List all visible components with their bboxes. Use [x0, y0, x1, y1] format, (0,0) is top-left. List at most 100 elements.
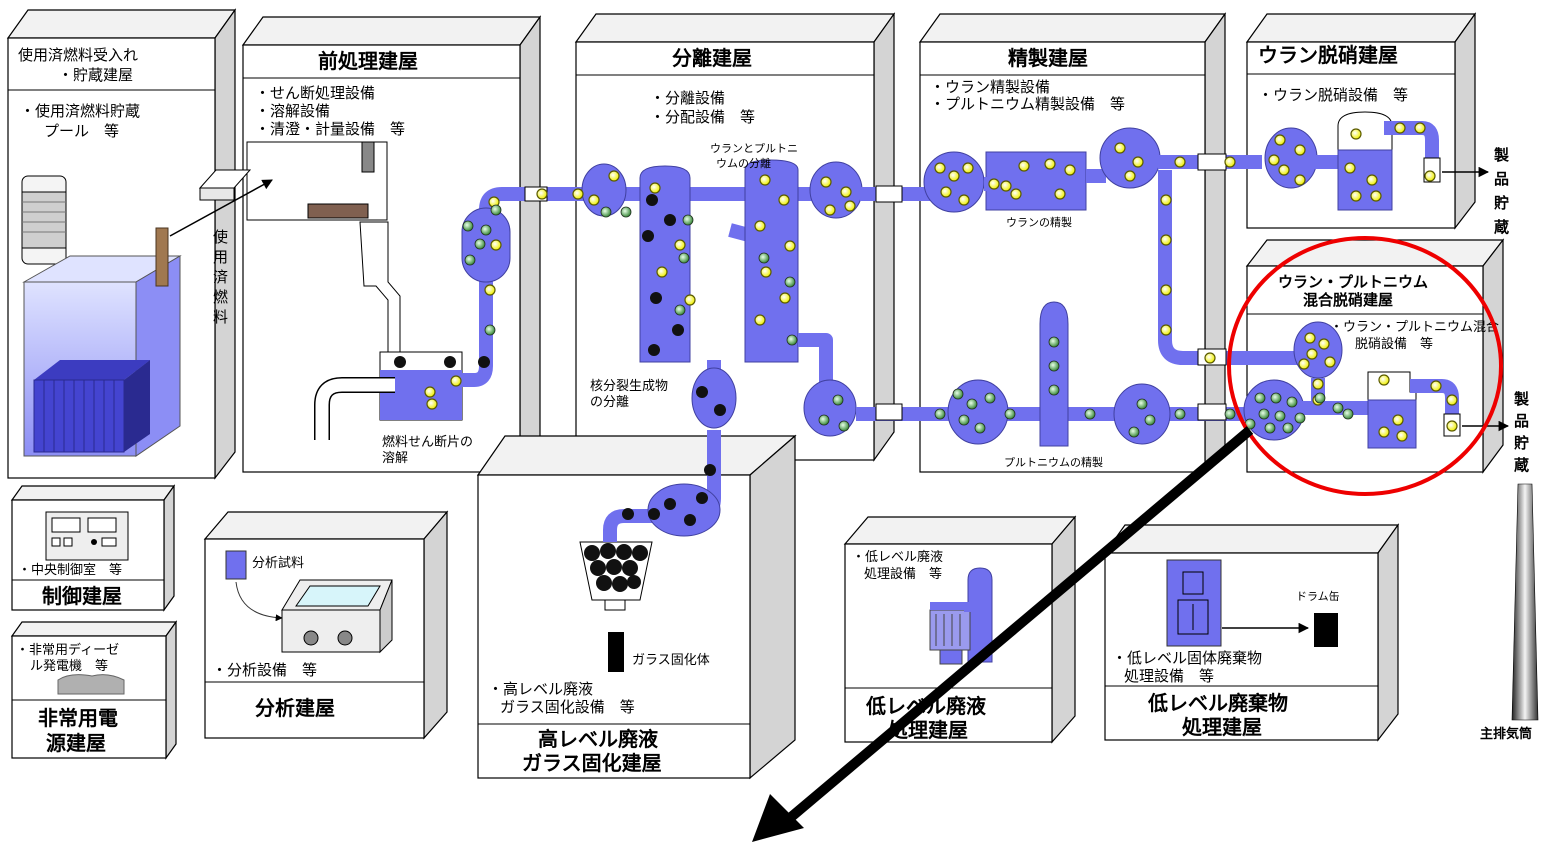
- spent-fuel-char-1: 使: [213, 228, 228, 246]
- callout-arrow: [786, 426, 1254, 822]
- uranium-particle: [1430, 380, 1442, 392]
- fission-product-particle: [696, 492, 708, 504]
- plutonium-particle: [1048, 336, 1060, 348]
- control-title: 制御建屋: [42, 584, 122, 608]
- fission-product-particle: [648, 508, 660, 520]
- uranium-particle: [1350, 190, 1362, 202]
- plutonium-particle: [786, 334, 798, 346]
- control-panel-icon: [45, 511, 129, 561]
- plutonium-particle: [1224, 408, 1236, 420]
- purification-equip-line2: ・プルトニウム精製設備 等: [930, 95, 1125, 113]
- plutonium-particle: [480, 224, 492, 236]
- uranium-particle: [820, 176, 832, 188]
- fission-product-particle: [664, 214, 676, 226]
- plutonium-particle: [934, 408, 946, 420]
- uranium-particle: [934, 162, 946, 174]
- mixed-equip-line2: 脱硝設備 等: [1355, 336, 1433, 352]
- uranium-denitration-equip: ・ウラン脱硝設備 等: [1258, 86, 1408, 104]
- uranium-particle: [1174, 156, 1186, 168]
- uranium-particle: [1268, 154, 1280, 166]
- drum-icon: [1314, 613, 1338, 647]
- plutonium-particle: [984, 392, 996, 404]
- product-storage-bottom-char-2: 品: [1514, 412, 1529, 430]
- uranium-particle: [1394, 122, 1406, 134]
- fission-product-particle: [672, 324, 684, 336]
- emergency-title-line1: 非常用電: [38, 706, 118, 730]
- analysis-sample-label: 分析試料: [252, 555, 304, 571]
- uranium-particle: [1446, 394, 1458, 406]
- separation-equip-line1: ・分離設備: [650, 89, 725, 107]
- uranium-particle: [1318, 338, 1330, 350]
- plutonium-particle: [958, 414, 970, 426]
- glovebox-icon: [1166, 559, 1222, 647]
- uranium-refining-label: ウランの精製: [1006, 215, 1072, 229]
- uranium-particle: [1350, 128, 1362, 140]
- uranium-particle: [1392, 414, 1404, 426]
- uranium-particle: [1304, 332, 1316, 344]
- product-storage-top-label: 製 品 貯 蔵: [1493, 146, 1509, 236]
- product-storage-top-char-2: 品: [1494, 170, 1509, 188]
- plutonium-particle: [1270, 392, 1282, 404]
- mixed-equip-line1: ・ウラン・プルトニウム混合: [1330, 320, 1499, 335]
- low-solid-equip-line1: ・低レベル固体廃棄物: [1112, 649, 1262, 667]
- uranium-particle: [674, 239, 686, 251]
- fission-label-line1: 核分裂生成物: [590, 379, 668, 394]
- receiving-equip-line2: プール 等: [44, 122, 119, 140]
- low-solid-waste-building: ドラム缶 ・低レベル固体廃棄物 処理設備 等 低レベル廃棄物 処理建屋: [1103, 523, 1400, 742]
- storage-pool-icon: [22, 255, 182, 457]
- uranium-particle: [1446, 420, 1458, 432]
- low-solid-equip-line2: 処理設備 等: [1124, 667, 1214, 685]
- product-storage-bottom-char-3: 貯: [1514, 434, 1529, 452]
- uranium-particle: [588, 194, 600, 206]
- vitrification-equip-line1: ・高レベル廃液: [488, 680, 593, 698]
- low-solid-title-line2: 処理建屋: [1182, 715, 1262, 739]
- uranium-particle: [684, 294, 696, 306]
- uranium-particle: [1306, 348, 1318, 360]
- plutonium-particle: [1286, 396, 1298, 408]
- uranium-particle: [958, 194, 970, 206]
- fission-product-particle: [394, 356, 406, 368]
- mixed-title-line2: 混合脱硝建屋: [1303, 291, 1393, 309]
- fission-product-particle: [622, 508, 634, 520]
- fission-product-particle: [714, 404, 726, 416]
- uranium-particle: [1366, 174, 1378, 186]
- uranium-particle: [1378, 374, 1390, 386]
- plutonium-particle: [1254, 392, 1266, 404]
- uranium-particle: [1160, 284, 1172, 296]
- uranium-particle: [1298, 358, 1310, 370]
- uranium-particle: [1324, 356, 1336, 368]
- uranium-particle: [784, 240, 796, 252]
- plutonium-particle: [1136, 398, 1148, 410]
- low-liquid-equip-line2: 処理設備 等: [864, 566, 942, 582]
- uranium-particle: [450, 375, 462, 387]
- plutonium-particle: [838, 420, 850, 432]
- uranium-particle: [1396, 430, 1408, 442]
- uranium-particle: [754, 314, 766, 326]
- control-equip: ・中央制御室 等: [18, 562, 122, 578]
- plutonium-particle: [784, 276, 796, 288]
- purification-equip-line1: ・ウラン精製設備: [930, 78, 1050, 96]
- plutonium-particle: [462, 220, 474, 232]
- fission-product-particle: [648, 344, 660, 356]
- spent-fuel-cask-icon: [21, 175, 67, 265]
- uranium-particle: [1064, 164, 1076, 176]
- low-solid-drum-label: ドラム缶: [1296, 589, 1340, 603]
- plutonium-particle: [484, 324, 496, 336]
- plutonium-particle: [674, 304, 686, 316]
- plutonium-particle: [1004, 408, 1016, 420]
- vitrification-equip-line2: ガラス固化設備 等: [500, 698, 635, 716]
- pretreatment-equip-line3: ・清澄・計量設備 等: [255, 120, 405, 138]
- uranium-particle: [1054, 188, 1066, 200]
- uranium-particle: [1312, 378, 1324, 390]
- pretreatment-equip-line2: ・溶解設備: [255, 102, 330, 120]
- plutonium-particle: [952, 388, 964, 400]
- plutonium-particle: [1294, 412, 1306, 424]
- uranium-particle: [1132, 156, 1144, 168]
- glass-canister-fill: [584, 543, 648, 592]
- uranium-particle: [484, 284, 496, 296]
- uranium-denitration-title: ウラン脱硝建屋: [1258, 43, 1398, 67]
- plutonium-particle: [1144, 414, 1156, 426]
- plutonium-particle: [1048, 384, 1060, 396]
- separation-title: 分離建屋: [672, 46, 752, 70]
